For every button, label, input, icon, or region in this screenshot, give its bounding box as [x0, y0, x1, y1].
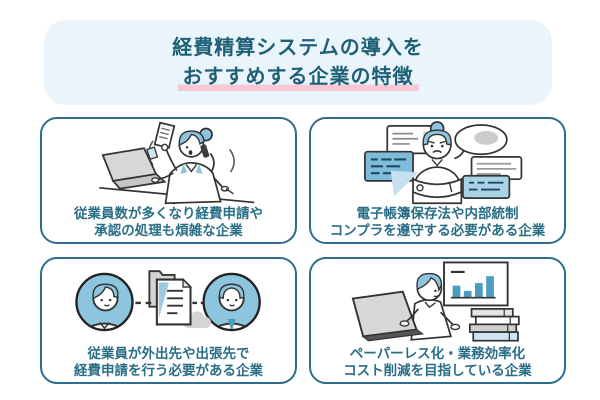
document-exchange-scene-icon [74, 270, 261, 332]
male-worker-avatar [201, 272, 261, 332]
speech-bubble-icon [470, 155, 522, 181]
laptop-icon [101, 147, 167, 190]
card-caption: 従業員数が多くなり経費申請や 承認の処理も煩雑な企業 [74, 205, 263, 239]
caption-line-2: コンプラを遵守する必要がある企業 [329, 223, 546, 238]
two-workers-sharing-document-cloud-illustration [42, 259, 295, 345]
speech-bubbles-scene-icon [363, 121, 522, 205]
paperless-scene-icon [351, 261, 520, 342]
bar-chart-icon [442, 261, 509, 307]
document-icon [155, 277, 192, 326]
page-title-line-1: 経費精算システムの導入を [172, 36, 424, 59]
phone-laptop-scene-icon [98, 121, 254, 205]
caption-line-2: 経費申請を行う必要がある企業 [74, 363, 263, 378]
card-remote-expense-filing: 従業員が外出先や出張先で 経費申請を行う必要がある企業 [40, 257, 297, 384]
page-title-line-2: おすすめする企業の特徴 [177, 62, 419, 92]
worried-employee-speech-bubbles-illustration [311, 119, 564, 205]
employee-laptop-bar-chart-books-illustration [311, 259, 564, 345]
card-caption: 電子帳簿保存法や内部統制 コンプラを遵守する必要がある企業 [330, 205, 546, 239]
feature-card-grid: 従業員数が多くなり経費申請や 承認の処理も煩雑な企業 [40, 117, 566, 384]
card-caption: ペーパーレス化・業務効率化 コスト削減を目指している企業 [343, 345, 532, 379]
caption-line-1: 電子帳簿保存法や内部統制 [356, 206, 519, 221]
caption-line-1: 従業員が外出先や出張先で [87, 346, 250, 361]
card-caption: 従業員が外出先や出張先で 経費申請を行う必要がある企業 [74, 345, 263, 379]
female-worker-avatar [74, 272, 134, 332]
card-compliance-requirements: 電子帳簿保存法や内部統制 コンプラを遵守する必要がある企業 [309, 117, 566, 244]
book-stack-icon [468, 308, 520, 342]
card-busy-expense-processing: 従業員数が多くなり経費申請や 承認の処理も煩雑な企業 [40, 117, 297, 244]
employee-figure [409, 272, 452, 341]
thought-bubble-icon [453, 124, 508, 160]
receipt-icon [153, 121, 175, 149]
card-paperless-efficiency: ペーパーレス化・業務効率化 コスト削減を目指している企業 [309, 257, 566, 384]
overworked-employee-phone-laptop-illustration [42, 119, 295, 205]
speech-bubble-icon [461, 174, 510, 199]
caption-line-2: 承認の処理も煩雑な企業 [94, 223, 243, 238]
caption-line-1: ペーパーレス化・業務効率化 [349, 346, 526, 361]
header-banner: 経費精算システムの導入を おすすめする企業の特徴 [44, 20, 552, 105]
caption-line-1: 従業員数が多くなり経費申請や [74, 206, 263, 221]
phone-icon [199, 144, 209, 158]
bubble-tail [390, 170, 418, 197]
caption-line-2: コスト削減を目指している企業 [343, 363, 532, 378]
